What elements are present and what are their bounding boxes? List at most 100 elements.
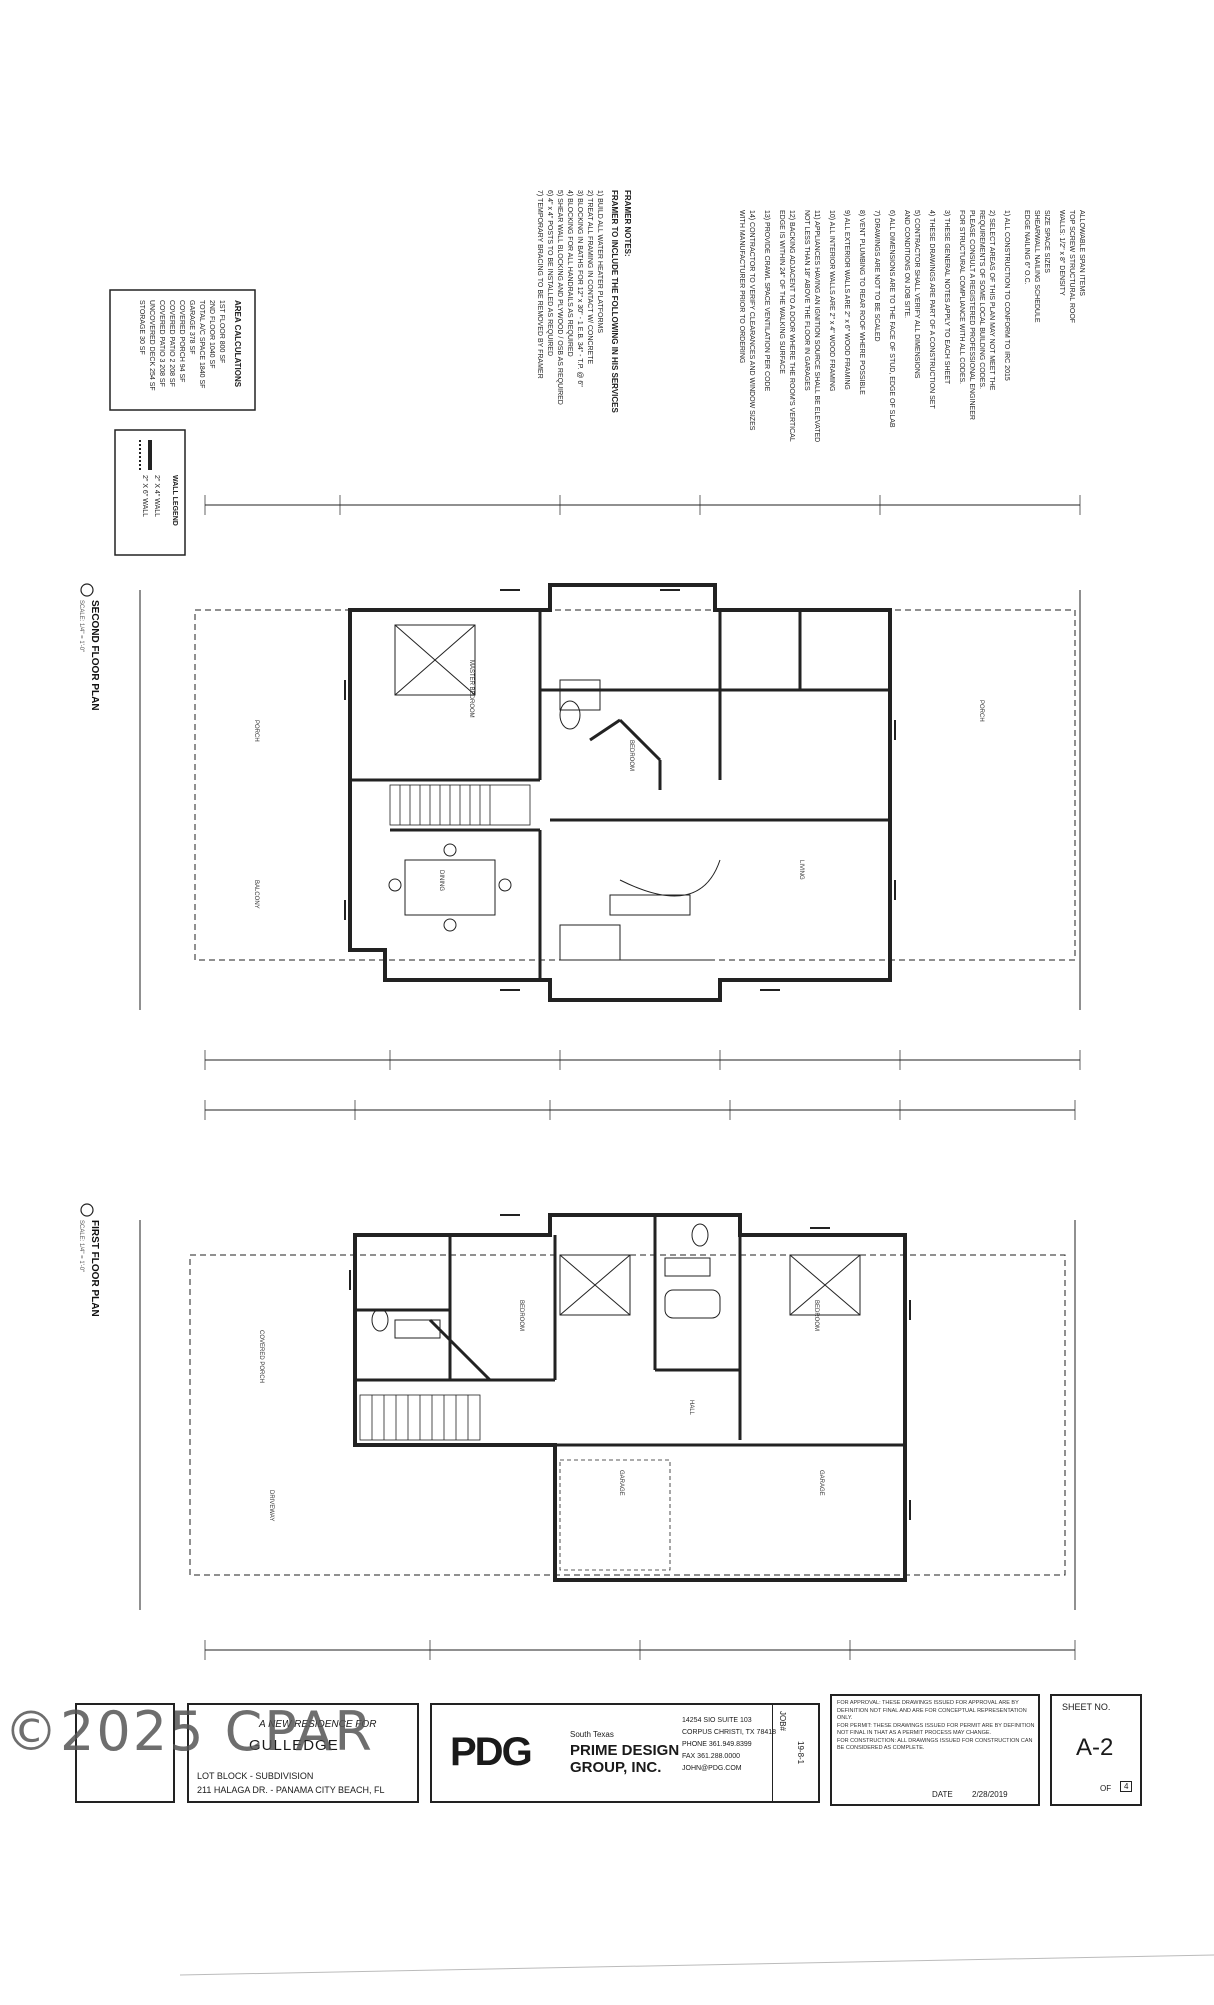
firm-addr-2: CORPUS CHRISTI, TX 78418 [682, 1729, 777, 1736]
svg-text:GARAGE: GARAGE [618, 1470, 624, 1496]
svg-text:GARAGE: GARAGE [818, 1470, 824, 1496]
framer-notes-title: FRAMER TO INCLUDE THE FOLLOWING IN HIS S… [610, 190, 619, 413]
sheet-total: 4 [1120, 1781, 1133, 1792]
approval-box: FOR APPROVAL: THESE DRAWINGS ISSUED FOR … [830, 1694, 1040, 1806]
svg-text:SCALE: 1/4" = 1'-0": SCALE: 1/4" = 1'-0" [78, 1220, 84, 1272]
firm-name-2: GROUP, INC. [570, 1759, 662, 1776]
svg-text:NOT LESS THAN 18" ABOVE THE FL: NOT LESS THAN 18" ABOVE THE FLOOR IN GAR… [803, 210, 810, 391]
svg-text:2ND FLOOR 1040 SF: 2ND FLOOR 1040 SF [208, 300, 215, 368]
svg-text:7) DRAWINGS ARE NOT TO BE SCAL: 7) DRAWINGS ARE NOT TO BE SCALED [873, 210, 880, 342]
job-column: JOB# 19-8-1 [772, 1705, 821, 1803]
svg-text:UNCOVERED DECK 254 SF: UNCOVERED DECK 254 SF [148, 300, 155, 391]
first-floor-plan: GARAGE GARAGE COVERED PORCH BEDROOM BEDR… [139, 1100, 1076, 1660]
svg-text:COVERED PATIO 3 208 SF: COVERED PATIO 3 208 SF [158, 300, 165, 387]
svg-text:ALLOWABLE SPAN ITEMS: ALLOWABLE SPAN ITEMS [1078, 210, 1085, 296]
firm-phone: PHONE 361.949.8399 [682, 1741, 752, 1748]
svg-text:TOP SCREW STRUCTURAL ROOF: TOP SCREW STRUCTURAL ROOF [1068, 210, 1075, 323]
approval-notes: FOR APPROVAL: THESE DRAWINGS ISSUED FOR … [837, 1700, 1035, 1751]
svg-text:3) BLOCKING IN BATHS FOR 12" x: 3) BLOCKING IN BATHS FOR 12" x 30" - 1 E… [576, 190, 583, 387]
date-label: DATE [932, 1790, 953, 1799]
svg-text:1) ALL CONSTRUCTION TO CONFORM: 1) ALL CONSTRUCTION TO CONFORM TO IRC 20… [1003, 210, 1010, 381]
area-calc-title: AREA CALCULATIONS [233, 300, 242, 388]
svg-text:COVERED PORCH 94 SF: COVERED PORCH 94 SF [178, 300, 185, 382]
firm-contact: 14254 SIO SUITE 103 CORPUS CHRISTI, TX 7… [682, 1715, 776, 1775]
svg-text:8) VENT PLUMBING TO REAR ROOF: 8) VENT PLUMBING TO REAR ROOF WHERE POSS… [858, 210, 865, 395]
firm-region: South Texas [570, 1730, 614, 1739]
svg-text:4) BLOCKING FOR ALL HANDRAILS: 4) BLOCKING FOR ALL HANDRAILS AS REQUIRE… [566, 190, 573, 357]
svg-text:DRIVEWAY: DRIVEWAY [268, 1490, 274, 1521]
svg-text:GARAGE 378 SF: GARAGE 378 SF [188, 300, 195, 354]
address-line: 211 HALAGA DR. - PANAMA CITY BEACH, FL [197, 1785, 385, 1795]
general-notes: ALLOWABLE SPAN ITEMS TOP SCREW STRUCTURA… [738, 210, 1085, 442]
firm-name-1: PRIME DESIGN [570, 1742, 680, 1759]
sheet-number: A-2 [1076, 1734, 1114, 1761]
job-number: 19-8-1 [796, 1741, 805, 1765]
wall-legend-title: WALL LEGEND [171, 475, 178, 526]
wall-legend-box: WALL LEGEND 2" X 4" WALL 2" X 6" WALL [114, 429, 186, 556]
svg-text:BEDROOM: BEDROOM [628, 740, 634, 771]
svg-text:WALLS: 1/2" x 8" DENSITY: WALLS: 1/2" x 8" DENSITY [1058, 210, 1065, 296]
first-floor-plan-label: FIRST FLOOR PLAN [89, 1220, 100, 1317]
pdg-logo: PDG [450, 1730, 533, 1774]
svg-text:TOTAL A/C SPACE 1840 SF: TOTAL A/C SPACE 1840 SF [198, 300, 205, 388]
copyright-watermark: ©2025 CPAR [4, 1700, 374, 1763]
title-blank-box [75, 1703, 175, 1803]
svg-text:HALL: HALL [688, 1400, 694, 1416]
svg-text:4) THESE DRAWINGS ARE PART OF: 4) THESE DRAWINGS ARE PART OF A CONSTRUC… [928, 210, 935, 409]
svg-text:DINING: DINING [438, 870, 444, 891]
lot-line: LOT BLOCK - SUBDIVISION [197, 1771, 314, 1781]
svg-text:MASTER BEDROOM: MASTER BEDROOM [468, 660, 474, 718]
client-name: GULLEDGE [249, 1737, 339, 1754]
svg-text:2) TREAT ALL FRAMING IN CONTAC: 2) TREAT ALL FRAMING IN CONTACT W/ CONCR… [586, 190, 593, 364]
svg-text:EDGE NAILING 6" O.C.: EDGE NAILING 6" O.C. [1023, 210, 1030, 285]
svg-text:10) ALL INTERIOR WALLS ARE 2": 10) ALL INTERIOR WALLS ARE 2" x 4" WOOD … [828, 210, 835, 391]
svg-text:AND CONDITIONS ON JOB SITE.: AND CONDITIONS ON JOB SITE. [903, 210, 910, 318]
svg-text:REQUIREMENTS OF SOME LOCAL BUI: REQUIREMENTS OF SOME LOCAL BUILDING CODE… [978, 210, 985, 389]
svg-text:2" X 4" WALL: 2" X 4" WALL [153, 475, 160, 517]
svg-text:BALCONY: BALCONY [253, 880, 259, 909]
plan-labels: SECOND FLOOR PLAN FIRST FLOOR PLAN SCALE… [78, 583, 100, 1317]
svg-text:STORAGE 30 SF: STORAGE 30 SF [138, 300, 145, 355]
firm-fax: FAX 361.288.0000 [682, 1753, 740, 1760]
svg-text:PLEASE CONSULT A REGISTERED PR: PLEASE CONSULT A REGISTERED PROFESSIONAL… [968, 210, 975, 420]
firm-web: JOHN@PDG.COM [682, 1765, 742, 1772]
svg-text:EDGE IS WITHIN 24" OF THE WALK: EDGE IS WITHIN 24" OF THE WALKING SURFAC… [778, 210, 785, 374]
svg-text:COVERED PORCH: COVERED PORCH [258, 1330, 264, 1383]
svg-text:SHEARWALL NAILING SCHEDULE: SHEARWALL NAILING SCHEDULE [1033, 210, 1040, 323]
svg-text:6) 4" x 4" POSTS TO BE INSTALL: 6) 4" x 4" POSTS TO BE INSTALLED AS REQU… [546, 190, 553, 356]
svg-text:PORCH: PORCH [253, 720, 259, 742]
area-calculations-box: AREA CALCULATIONS 1ST FLOOR 800 SF 2ND F… [109, 289, 256, 411]
svg-text:5) SHEAR WALL BLOCKING AND PLY: 5) SHEAR WALL BLOCKING AND PLYWOOD / OSB… [556, 190, 563, 405]
svg-text:12) BACKING ADJACENT TO A DOOR: 12) BACKING ADJACENT TO A DOOR WHERE THE… [788, 210, 795, 442]
sheet-label: SHEET NO. [1062, 1702, 1111, 1712]
svg-text:WITH MANUFACTURER PRIOR TO ORD: WITH MANUFACTURER PRIOR TO ORDERING [738, 210, 745, 363]
svg-text:14) CONTRACTOR TO VERIFY CLEAR: 14) CONTRACTOR TO VERIFY CLEARANCES AND … [748, 210, 755, 431]
svg-text:11) APPLIANCES HAVING AN IGNIT: 11) APPLIANCES HAVING AN IGNITION SOURCE… [813, 210, 820, 442]
svg-text:13) PROVIDE CRAWL SPACE VENTIL: 13) PROVIDE CRAWL SPACE VENTILATION PER … [763, 210, 770, 392]
svg-text:1ST FLOOR 800 SF: 1ST FLOOR 800 SF [218, 300, 225, 363]
svg-text:9) ALL EXTERIOR WALLS ARE 2" x: 9) ALL EXTERIOR WALLS ARE 2" x 6" WOOD F… [843, 210, 850, 390]
second-floor-plan-label: SECOND FLOOR PLAN [89, 600, 100, 711]
sheet-box: SHEET NO. A-2 OF 4 [1050, 1694, 1142, 1806]
svg-text:COVERED PATIO 2 208 SF: COVERED PATIO 2 208 SF [168, 300, 175, 387]
second-floor-plan: MASTER BEDROOM BEDROOM LIVING DINING POR… [139, 495, 1081, 1070]
svg-text:LIVING: LIVING [798, 860, 804, 880]
svg-text:6) ALL DIMENSIONS ARE TO THE F: 6) ALL DIMENSIONS ARE TO THE FACE OF STU… [888, 210, 895, 428]
svg-text:2" X 6" WALL: 2" X 6" WALL [141, 475, 148, 517]
project-line: A NEW RESIDENCE FOR [259, 1719, 377, 1730]
svg-text:FOR STRUCTURAL COMPLIANCE WITH: FOR STRUCTURAL COMPLIANCE WITH ALL CODES… [958, 210, 965, 384]
svg-text:BEDROOM: BEDROOM [518, 1300, 524, 1331]
svg-text:FRAMER NOTES:: FRAMER NOTES: [623, 190, 632, 257]
svg-text:2) SELECT AREAS OF THIS PLAN M: 2) SELECT AREAS OF THIS PLAN MAY NOT MEE… [988, 210, 995, 391]
framer-notes-block: FRAMER NOTES: FRAMER TO INCLUDE THE FOLL… [536, 190, 632, 413]
project-info-box: A NEW RESIDENCE FOR GULLEDGE LOT BLOCK -… [187, 1703, 419, 1803]
firm-box: PDG South Texas PRIME DESIGN GROUP, INC.… [430, 1703, 820, 1803]
svg-text:5) CONTRACTOR SHALL VERIFY ALL: 5) CONTRACTOR SHALL VERIFY ALL DIMENSION… [913, 210, 920, 379]
svg-text:SIZE SPACE SIZES: SIZE SPACE SIZES [1043, 210, 1050, 273]
svg-text:7) TEMPORARY BRACING TO BE REM: 7) TEMPORARY BRACING TO BE REMOVED BY FR… [536, 190, 543, 379]
job-label: JOB# [778, 1711, 787, 1732]
firm-addr-1: 14254 SIO SUITE 103 [682, 1717, 752, 1724]
svg-text:SCALE: 1/4" = 1'-0": SCALE: 1/4" = 1'-0" [78, 600, 84, 652]
